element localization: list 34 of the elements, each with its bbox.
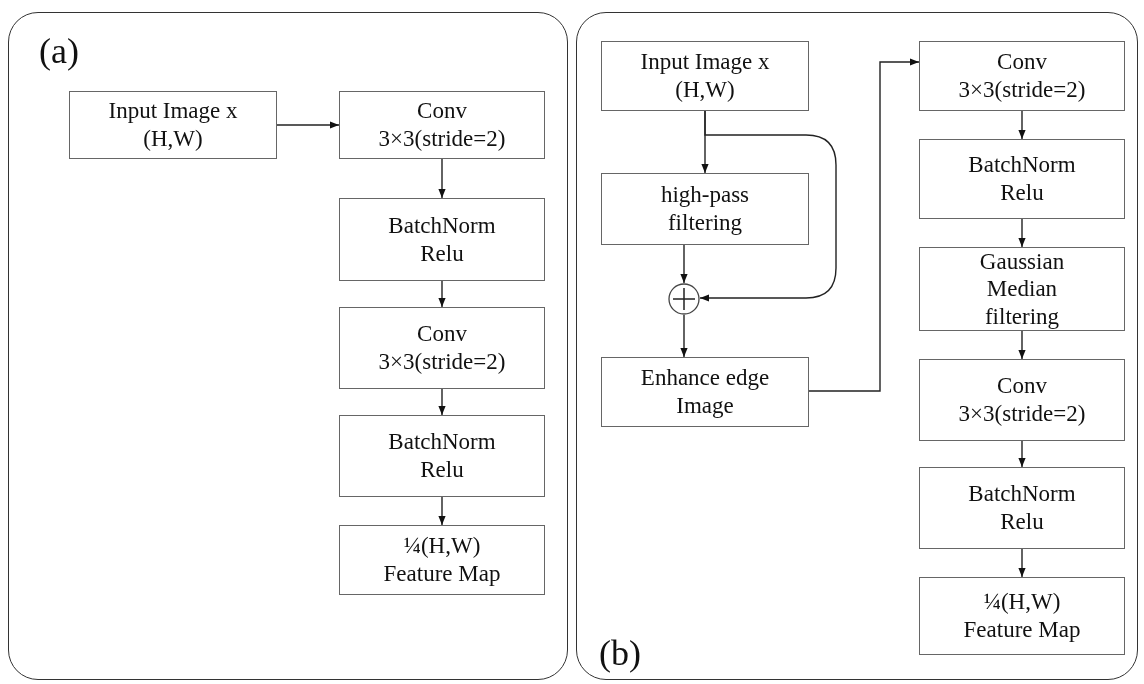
process-box: Enhance edge Image bbox=[601, 357, 809, 427]
panel-label: (a) bbox=[39, 33, 79, 69]
arrow bbox=[1018, 110, 1026, 140]
arrow bbox=[438, 280, 446, 308]
process-box: BatchNorm Relu bbox=[919, 139, 1125, 219]
sum-circle bbox=[668, 283, 700, 315]
process-box: Gaussian Median filtering bbox=[919, 247, 1125, 331]
arrow bbox=[1018, 440, 1026, 468]
arrow bbox=[1018, 330, 1026, 360]
arrow bbox=[1018, 218, 1026, 248]
arrow bbox=[438, 496, 446, 526]
process-box: BatchNorm Relu bbox=[339, 415, 545, 497]
panel-label: (b) bbox=[599, 635, 641, 671]
process-box: BatchNorm Relu bbox=[339, 198, 545, 281]
process-box: ¼(H,W) Feature Map bbox=[919, 577, 1125, 655]
process-box: Conv 3×3(stride=2) bbox=[339, 91, 545, 159]
process-box: ¼(H,W) Feature Map bbox=[339, 525, 545, 595]
process-box: Conv 3×3(stride=2) bbox=[919, 359, 1125, 441]
arrow bbox=[680, 244, 688, 284]
panel-frame bbox=[8, 12, 568, 680]
arrow bbox=[276, 121, 340, 129]
arrow bbox=[808, 58, 920, 392]
process-box: BatchNorm Relu bbox=[919, 467, 1125, 549]
process-box: high-pass filtering bbox=[601, 173, 809, 245]
process-box: Conv 3×3(stride=2) bbox=[339, 307, 545, 389]
arrow bbox=[438, 388, 446, 416]
arrow bbox=[1018, 548, 1026, 578]
arrow bbox=[438, 158, 446, 199]
arrow bbox=[680, 314, 688, 358]
arrow bbox=[699, 110, 837, 302]
process-box: Input Image x (H,W) bbox=[601, 41, 809, 111]
panel-frame bbox=[576, 12, 1138, 680]
process-box: Conv 3×3(stride=2) bbox=[919, 41, 1125, 111]
process-box: Input Image x (H,W) bbox=[69, 91, 277, 159]
